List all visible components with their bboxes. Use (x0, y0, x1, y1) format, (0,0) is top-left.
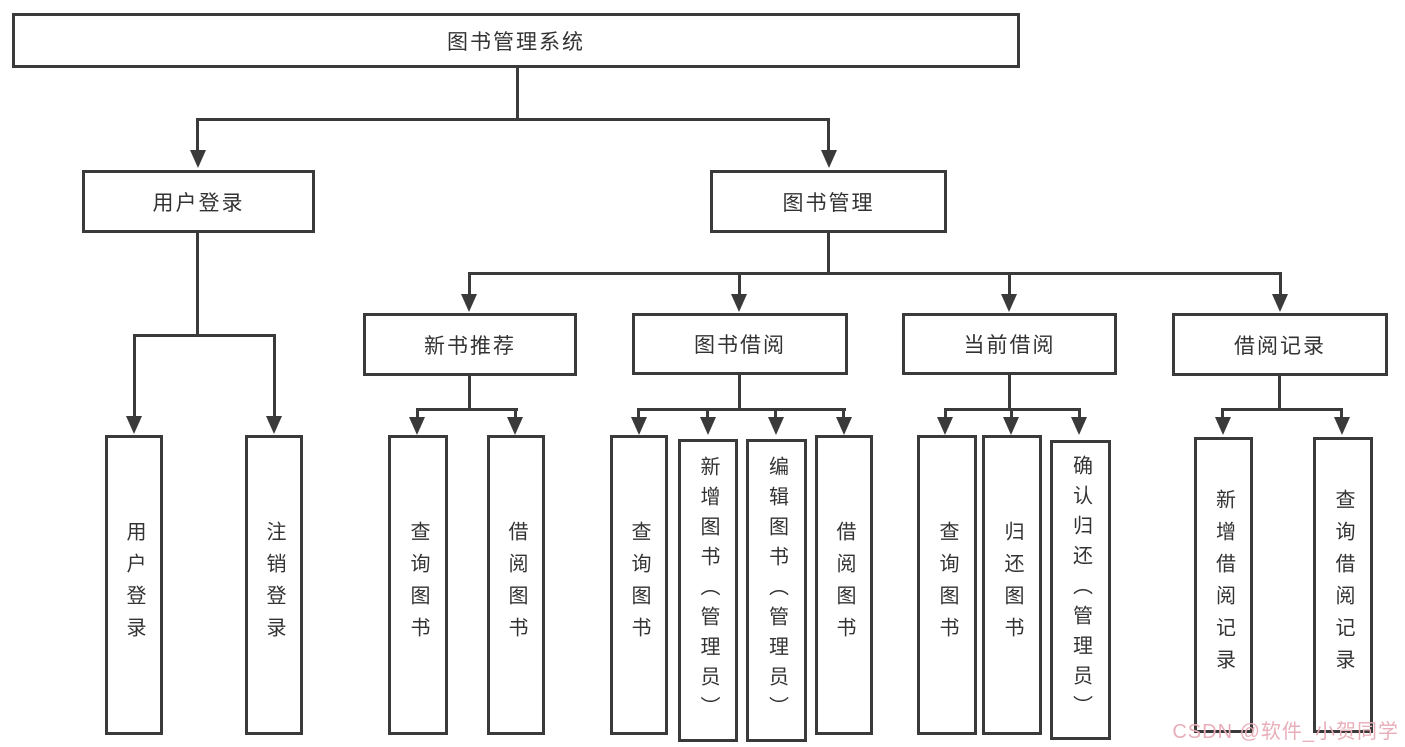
node-root-label: 图书管理系统 (447, 30, 585, 54)
arrowhead-down-icon (1215, 417, 1231, 435)
connector-line (273, 334, 276, 416)
connector-line (196, 118, 199, 152)
node-new-book-recommend: 新书推荐 (363, 313, 577, 376)
connector-line (1279, 272, 1282, 296)
arrowhead-down-icon (1334, 417, 1350, 435)
connector-line (1221, 408, 1343, 411)
leaf-records-add-record: 新增借阅记录 (1194, 437, 1253, 733)
node-root: 图书管理系统 (12, 13, 1020, 68)
connector-line (133, 334, 276, 337)
arrowhead-down-icon (409, 417, 425, 435)
connector-line (1340, 408, 1343, 420)
csdn-watermark: CSDN @软件_小贺同学 (1172, 721, 1399, 743)
leaf-borrow-edit-books-admin: 编辑图书（管理员） (746, 439, 807, 742)
arrowhead-down-icon (1003, 417, 1019, 435)
leaf-current-return-books: 归还图书 (982, 435, 1042, 735)
connector-line (133, 334, 136, 416)
leaf-recommend-query-books: 查询图书 (388, 435, 448, 735)
connector-line (514, 408, 517, 420)
connector-line (1278, 376, 1281, 411)
leaf-recommend-query-books-label: 查询图书 (407, 521, 429, 649)
arrowhead-down-icon (836, 417, 852, 435)
connector-line (1010, 408, 1013, 420)
leaf-records-add-record-label: 新增借阅记录 (1212, 489, 1235, 681)
arrowhead-down-icon (266, 416, 282, 434)
node-user-login: 用户登录 (82, 170, 315, 233)
leaf-borrow-add-books-admin: 新增图书（管理员） (678, 439, 738, 742)
leaf-user-login: 用户登录 (105, 435, 163, 735)
node-book-borrow: 图书借阅 (632, 313, 848, 375)
leaf-borrow-query-books: 查询图书 (610, 435, 668, 735)
arrowhead-down-icon (731, 294, 747, 312)
arrowhead-down-icon (461, 294, 477, 312)
leaf-borrow-borrow-books-label: 借阅图书 (833, 521, 855, 649)
arrowhead-down-icon (126, 416, 142, 434)
leaf-recommend-borrow-books-label: 借阅图书 (505, 521, 527, 649)
arrowhead-down-icon (1071, 417, 1087, 435)
leaf-records-query-record-label: 查询借阅记录 (1332, 489, 1354, 681)
arrowhead-down-icon (768, 417, 784, 435)
connector-line (944, 408, 947, 420)
connector-line (1078, 408, 1081, 420)
connector-line (516, 66, 519, 120)
connector-line (468, 272, 471, 296)
connector-line (196, 233, 199, 337)
arrowhead-down-icon (1272, 294, 1288, 312)
leaf-recommend-borrow-books: 借阅图书 (487, 435, 545, 735)
connector-line (774, 408, 777, 420)
leaf-borrow-edit-books-admin-label: 编辑图书（管理员） (765, 455, 788, 726)
node-borrow-records: 借阅记录 (1172, 313, 1388, 376)
connector-line (827, 233, 830, 275)
connector-line (416, 408, 419, 420)
leaf-borrow-add-books-admin-label: 新增图书（管理员） (697, 455, 719, 726)
connector-line (738, 272, 741, 296)
leaf-borrow-query-books-label: 查询图书 (628, 521, 650, 649)
leaf-logout: 注销登录 (245, 435, 303, 735)
node-new-book-recommend-label: 新书推荐 (424, 334, 516, 358)
leaf-records-query-record: 查询借阅记录 (1313, 437, 1373, 733)
leaf-user-login-label: 用户登录 (123, 521, 145, 649)
connector-line (196, 118, 830, 121)
connector-line (416, 408, 518, 411)
connector-line (468, 376, 471, 411)
node-book-management: 图书管理 (710, 170, 947, 233)
connector-line (1008, 375, 1011, 411)
leaf-current-confirm-return-admin: 确认归还（管理员） (1050, 440, 1111, 740)
connector-line (827, 118, 830, 152)
connector-line (637, 408, 640, 420)
arrowhead-down-icon (700, 417, 716, 435)
leaf-current-confirm-return-admin-label: 确认归还（管理员） (1069, 455, 1092, 725)
node-current-borrow-label: 当前借阅 (963, 334, 1056, 357)
connector-line (706, 408, 709, 420)
arrowhead-down-icon (190, 150, 206, 168)
connector-line (842, 408, 845, 420)
arrowhead-down-icon (937, 417, 953, 435)
arrowhead-down-icon (1001, 294, 1017, 312)
node-current-borrow: 当前借阅 (902, 313, 1117, 375)
leaf-borrow-borrow-books: 借阅图书 (815, 435, 873, 735)
arrowhead-down-icon (631, 417, 647, 435)
connector-line (637, 408, 846, 411)
node-book-management-label: 图书管理 (782, 191, 875, 215)
connector-line (1221, 408, 1224, 420)
node-borrow-records-label: 借阅记录 (1234, 334, 1326, 358)
arrowhead-down-icon (507, 417, 523, 435)
leaf-current-query-books-label: 查询图书 (936, 521, 958, 649)
node-book-borrow-label: 图书借阅 (694, 334, 786, 357)
arrowhead-down-icon (821, 150, 837, 168)
connector-line (1008, 272, 1011, 296)
leaf-current-return-books-label: 归还图书 (1001, 521, 1023, 649)
connector-line (468, 272, 1282, 275)
connector-line (738, 375, 741, 411)
leaf-current-query-books: 查询图书 (917, 435, 977, 735)
leaf-logout-label: 注销登录 (263, 521, 285, 649)
node-user-login-label: 用户登录 (152, 191, 245, 215)
